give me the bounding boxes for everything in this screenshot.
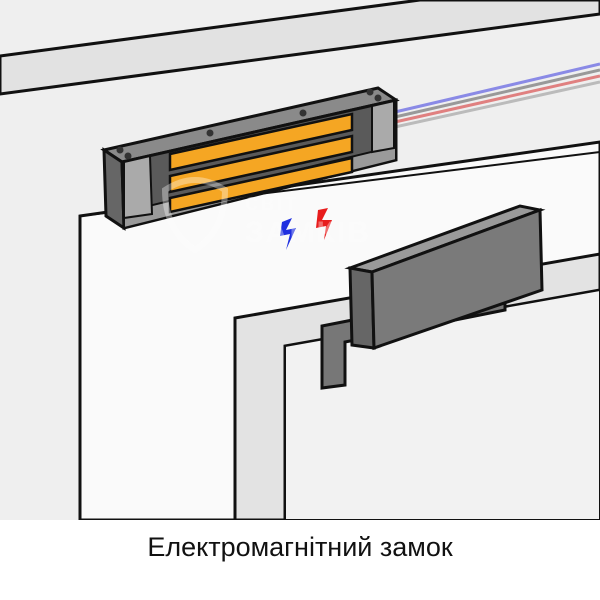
armature-plate: [370, 207, 544, 351]
caption: Електромагнітний замок: [147, 532, 453, 562]
ceiling-beam: [0, 0, 600, 96]
svg-text:СВІТ: СВІТ: [245, 194, 299, 214]
magnet-strips: [168, 112, 354, 214]
spark-blue-icon: [280, 218, 296, 250]
armature-side-face: [348, 266, 376, 350]
wires: [394, 62, 600, 129]
screw-holes: [116, 88, 382, 160]
svg-text:ЗАМКІВ: ЗАМКІВ: [245, 216, 371, 249]
spark-red-icon: [316, 208, 332, 240]
electromagnetic-lock-illustration: СВІТ ЗАМКІВ: [0, 0, 600, 520]
electromagnet: [100, 86, 400, 231]
watermark-logo: СВІТ ЗАМКІВ: [161, 177, 371, 254]
